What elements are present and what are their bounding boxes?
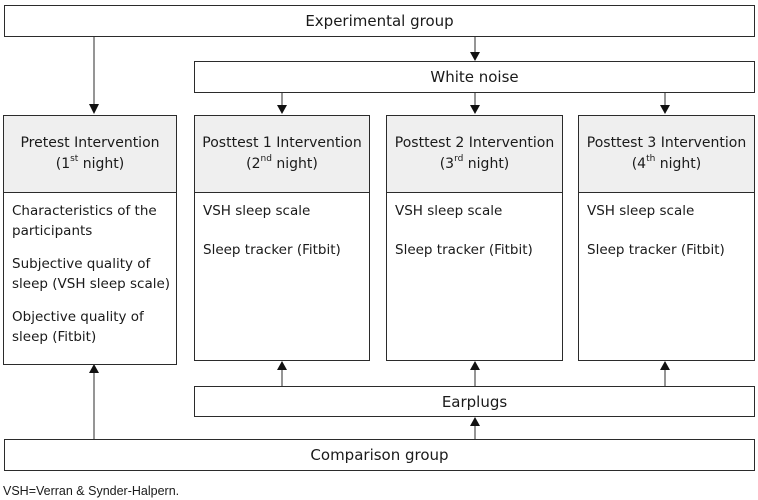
posttest2-box: Posttest 2 Intervention (3rd night) VSH … (386, 115, 563, 361)
posttest3-body: VSH sleep scale Sleep tracker (Fitbit) (579, 193, 754, 360)
comparison-group-label: Comparison group (310, 446, 449, 464)
posttest1-header: Posttest 1 Intervention (2nd night) (195, 116, 369, 193)
experimental-group-box: Experimental group (4, 5, 755, 37)
posttest1-night: (2nd night) (246, 154, 318, 172)
posttest3-item-fitbit: Sleep tracker (Fitbit) (587, 242, 725, 258)
pretest-item-subjective: Subjective quality of sleep (VSH sleep s… (12, 256, 171, 292)
earplugs-box: Earplugs (194, 386, 755, 417)
arrowhead-posttest3-bottom (660, 361, 670, 370)
posttest1-item-vsh: VSH sleep scale (203, 203, 311, 219)
posttest2-night: (3rd night) (439, 154, 510, 172)
arrowhead-pretest-top (89, 104, 99, 114)
posttest1-title: Posttest 1 Intervention (202, 135, 362, 151)
experimental-group-label: Experimental group (305, 12, 454, 30)
posttest1-body: VSH sleep scale Sleep tracker (Fitbit) (195, 193, 369, 360)
pretest-body: Characteristics of the participants Subj… (4, 193, 176, 364)
posttest3-item-vsh: VSH sleep scale (587, 203, 695, 219)
pretest-night: (1st night) (55, 154, 125, 172)
arrowhead-posttest3-top (660, 105, 670, 114)
arrowhead-posttest1-bottom (277, 361, 287, 370)
arrowhead-posttest1-top (277, 105, 287, 114)
posttest3-header: Posttest 3 Intervention (4th night) (579, 116, 754, 193)
arrowhead-posttest2-top (470, 105, 480, 114)
posttest2-header: Posttest 2 Intervention (3rd night) (387, 116, 562, 193)
pretest-header: Pretest Intervention (1st night) (4, 116, 176, 193)
white-noise-box: White noise (194, 61, 755, 93)
pretest-box: Pretest Intervention (1st night) Charact… (3, 115, 177, 365)
white-noise-label: White noise (430, 68, 519, 86)
posttest2-body: VSH sleep scale Sleep tracker (Fitbit) (387, 193, 562, 360)
pretest-item-objective: Objective quality of sleep (Fitbit) (12, 309, 144, 345)
arrowhead-whitenoise-top (470, 52, 480, 61)
earplugs-label: Earplugs (441, 392, 508, 411)
comparison-group-box: Comparison group (4, 439, 755, 471)
posttest2-item-fitbit: Sleep tracker (Fitbit) (395, 242, 533, 258)
arrowhead-earplugs-bottom (470, 417, 480, 426)
arrowhead-posttest2-bottom (470, 361, 480, 370)
posttest3-title: Posttest 3 Intervention (586, 135, 747, 151)
pretest-title: Pretest Intervention (20, 135, 160, 151)
posttest1-item-fitbit: Sleep tracker (Fitbit) (203, 242, 341, 258)
posttest1-box: Posttest 1 Intervention (2nd night) VSH … (194, 115, 370, 361)
pretest-item-characteristics: Characteristics of the participants (12, 203, 157, 239)
posttest3-box: Posttest 3 Intervention (4th night) VSH … (578, 115, 755, 361)
arrowhead-pretest-bottom (89, 364, 99, 373)
posttest3-night: (4th night) (631, 154, 702, 172)
posttest2-item-vsh: VSH sleep scale (395, 203, 503, 219)
posttest2-title: Posttest 2 Intervention (394, 135, 555, 151)
footnote: VSH=Verran & Synder-Halpern. (3, 484, 180, 498)
